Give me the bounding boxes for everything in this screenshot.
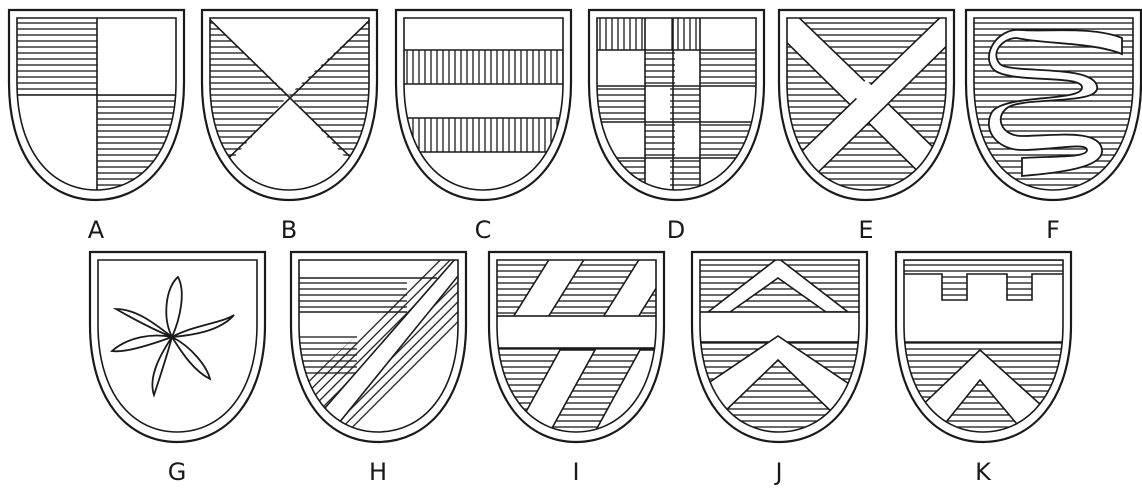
shield-i	[480, 250, 680, 450]
shield-d	[585, 8, 775, 208]
label-c: C	[475, 216, 492, 244]
shield-h	[287, 250, 471, 450]
label-f: F	[1046, 216, 1060, 244]
shield-k	[892, 252, 1082, 452]
label-g: G	[168, 458, 187, 486]
shield-c	[392, 10, 582, 200]
label-h: H	[369, 458, 387, 486]
label-e: E	[858, 216, 873, 244]
label-k: K	[975, 458, 992, 486]
shield-j	[683, 250, 883, 450]
shield-a	[5, 8, 197, 215]
label-d: D	[667, 216, 685, 244]
shield-e	[770, 8, 967, 208]
label-j: J	[773, 458, 782, 486]
label-b: B	[281, 216, 297, 244]
shield-f	[962, 8, 1142, 208]
shield-g	[90, 252, 265, 442]
label-a: A	[88, 216, 105, 244]
cinquefoil-charge	[112, 277, 234, 395]
label-i: I	[572, 458, 579, 486]
shield-b	[198, 8, 382, 200]
